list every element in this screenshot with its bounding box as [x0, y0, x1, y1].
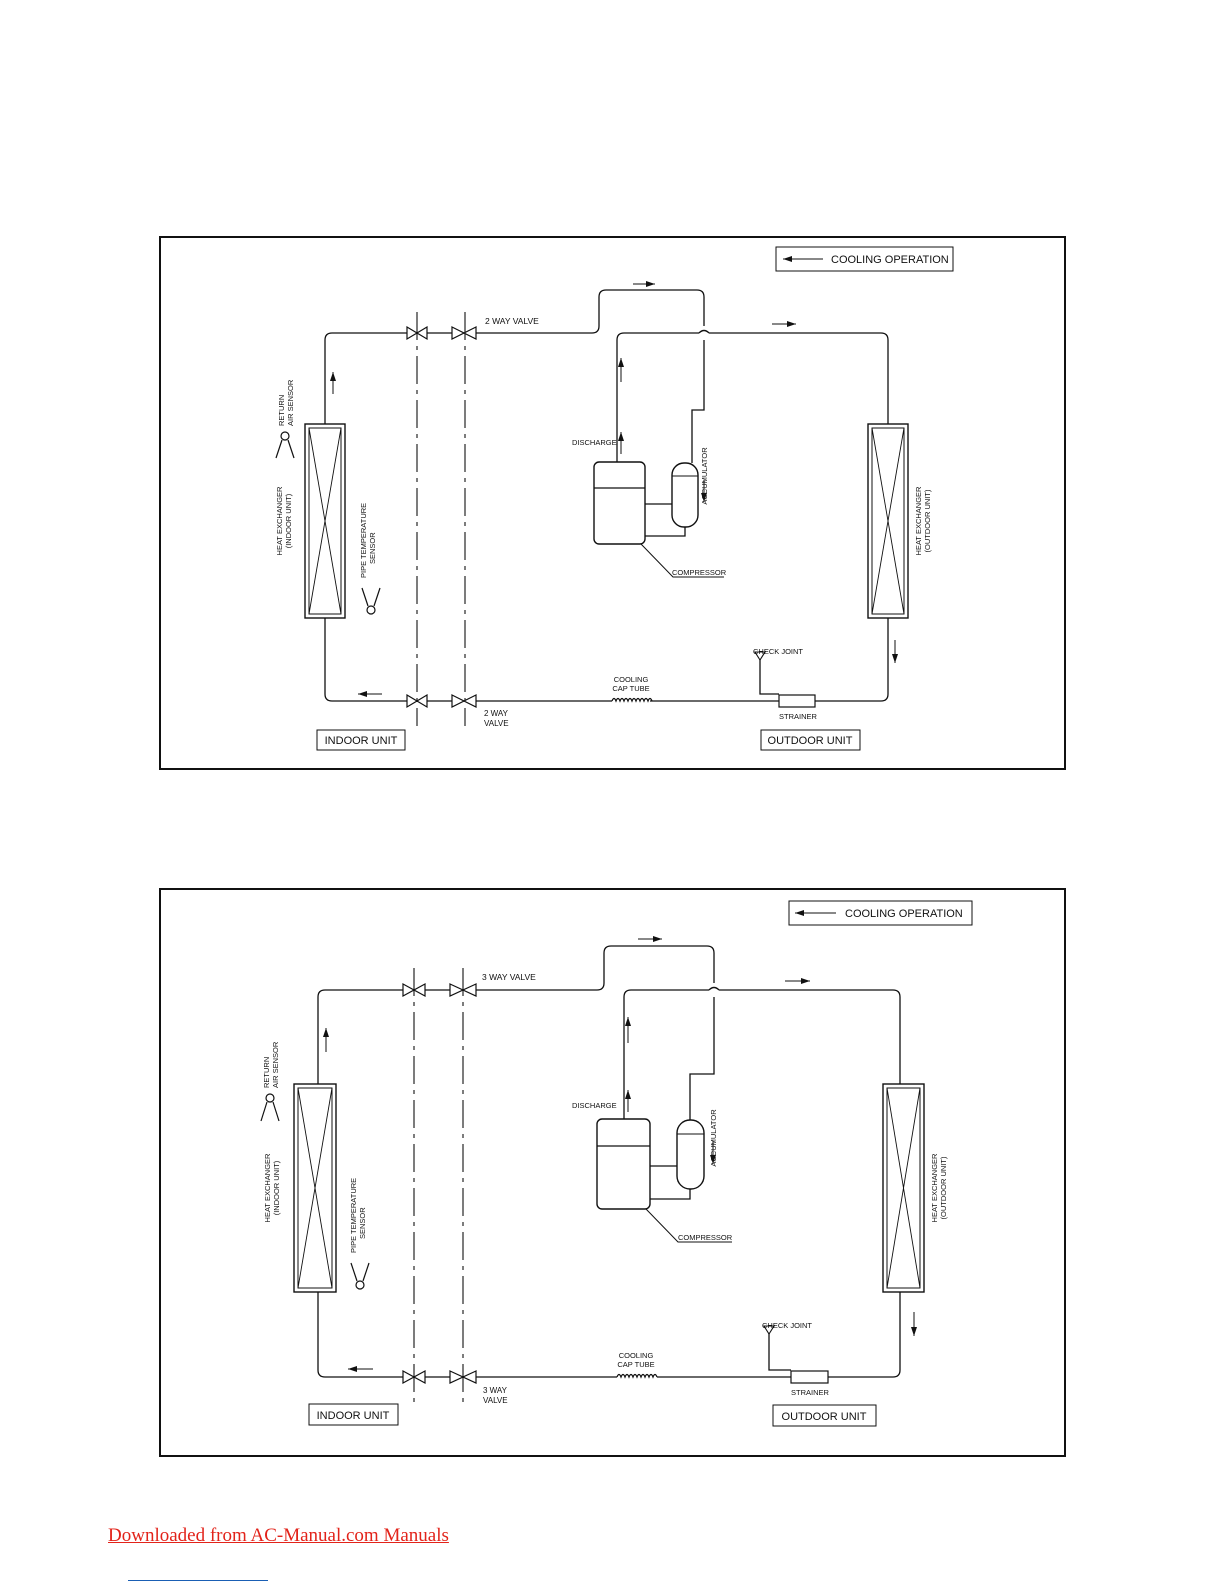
indoor-unit-label: INDOOR UNIT	[325, 735, 398, 747]
valve-icon	[402, 982, 426, 998]
outdoor-hx-label: (OUTDOOR UNIT)	[939, 1156, 948, 1219]
pipe-temperature-sensor	[350, 1262, 370, 1290]
discharge-pipe	[623, 989, 709, 1119]
accumulator-label: ACCUMULATOR	[709, 1109, 718, 1167]
valve-bottom-label: VALVE	[483, 1396, 508, 1405]
valve-icon	[451, 694, 477, 708]
cap-tube-label: COOLING	[614, 675, 649, 684]
indoor-hx-label: HEAT EXCHANGER	[275, 486, 284, 555]
outdoor-heat-exchanger	[867, 423, 909, 619]
legend-box: COOLING OPERATION	[788, 900, 973, 926]
check-joint-icon	[763, 1325, 775, 1336]
suction-pipe	[691, 340, 705, 463]
valve-icon	[406, 325, 428, 341]
legend-label: COOLING OPERATION	[845, 908, 963, 920]
return-sensor-label: AIR SENSOR	[271, 1041, 280, 1088]
indoor-hx-label: (INDOOR UNIT)	[272, 1160, 281, 1215]
outdoor-heat-exchanger	[882, 1083, 925, 1293]
valve-top-label: 2 WAY VALVE	[485, 316, 539, 326]
return-sensor-label: RETURN	[277, 395, 286, 426]
discharge-label: DISCHARGE	[572, 438, 617, 447]
pipe-sensor-label: SENSOR	[358, 1207, 367, 1239]
refrigerant-cycle-diagram-1: COOLING OPERATION	[159, 236, 1066, 770]
outdoor-unit-label: OUTDOOR UNIT	[782, 1411, 867, 1423]
valve-bottom-label: 3 WAY	[483, 1386, 508, 1395]
footer-rule	[128, 1580, 268, 1581]
diagram-frame	[159, 236, 1066, 770]
pipe-sensor-label: SENSOR	[368, 532, 377, 564]
accumulator	[671, 462, 699, 528]
valve-icon	[451, 326, 477, 340]
compressor	[596, 1118, 651, 1210]
valve-top-label: 3 WAY VALVE	[482, 972, 536, 982]
strainer-label: STRAINER	[779, 712, 818, 721]
cap-tube-label: CAP TUBE	[617, 1360, 654, 1369]
outdoor-hx-label: (OUTDOOR UNIT)	[923, 489, 932, 552]
indoor-heat-exchanger	[304, 423, 346, 619]
check-joint-label: CHECK JOINT	[753, 647, 803, 656]
outdoor-unit-label: OUTDOOR UNIT	[768, 735, 853, 747]
outdoor-unit-box: OUTDOOR UNIT	[760, 729, 861, 751]
indoor-hx-label: HEAT EXCHANGER	[263, 1153, 272, 1222]
pipe-sensor-label: PIPE TEMPERATURE	[349, 1178, 358, 1253]
valve-bottom-label: VALVE	[484, 719, 509, 728]
accumulator	[676, 1119, 705, 1190]
valve-icon	[402, 1369, 426, 1385]
outdoor-unit-box: OUTDOOR UNIT	[772, 1404, 877, 1427]
compressor-label: COMPRESSOR	[678, 1233, 733, 1242]
indoor-hx-label: (INDOOR UNIT)	[284, 493, 293, 548]
valve-icon	[406, 693, 428, 709]
suction-pipe	[689, 997, 715, 1120]
compressor-label: COMPRESSOR	[672, 568, 727, 577]
valve-icon	[449, 1370, 477, 1384]
cap-tube-label: COOLING	[619, 1351, 654, 1360]
accumulator-label: ACCUMULATOR	[700, 447, 709, 505]
return-sensor-label: AIR SENSOR	[286, 379, 295, 426]
return-air-sensor	[260, 1093, 280, 1122]
pipe-temperature-sensor	[361, 587, 381, 615]
cap-tube-label: CAP TUBE	[612, 684, 649, 693]
valve-bottom-label: 2 WAY	[484, 709, 509, 718]
return-sensor-label: RETURN	[262, 1057, 271, 1088]
return-air-sensor	[275, 431, 295, 459]
compressor	[593, 461, 646, 545]
indoor-unit-box: INDOOR UNIT	[316, 729, 406, 751]
discharge-pipe	[616, 332, 699, 462]
check-joint-icon	[754, 651, 766, 662]
diagram-frame	[159, 888, 1066, 1457]
indoor-unit-box: INDOOR UNIT	[308, 1403, 399, 1426]
legend-box: COOLING OPERATION	[775, 246, 954, 272]
top-pipe	[317, 945, 715, 1084]
check-joint-label: CHECK JOINT	[762, 1321, 812, 1330]
outdoor-hx-label: HEAT EXCHANGER	[930, 1153, 939, 1222]
strainer	[778, 694, 816, 708]
cooling-cap-tube	[611, 697, 653, 703]
outdoor-hx-label: HEAT EXCHANGER	[914, 486, 923, 555]
strainer-label: STRAINER	[791, 1388, 830, 1397]
cooling-cap-tube	[616, 1373, 658, 1379]
top-pipe	[324, 289, 705, 424]
indoor-unit-label: INDOOR UNIT	[317, 1410, 390, 1422]
refrigerant-cycle-diagram-2: COOLING OPERATION	[159, 888, 1066, 1457]
indoor-heat-exchanger	[293, 1083, 337, 1293]
strainer	[790, 1370, 829, 1384]
footer-download-link[interactable]: Downloaded from AC-Manual.com Manuals	[108, 1525, 449, 1546]
valve-icon	[449, 983, 477, 997]
pipe-sensor-label: PIPE TEMPERATURE	[359, 503, 368, 578]
discharge-label: DISCHARGE	[572, 1101, 617, 1110]
legend-label: COOLING OPERATION	[831, 254, 949, 266]
